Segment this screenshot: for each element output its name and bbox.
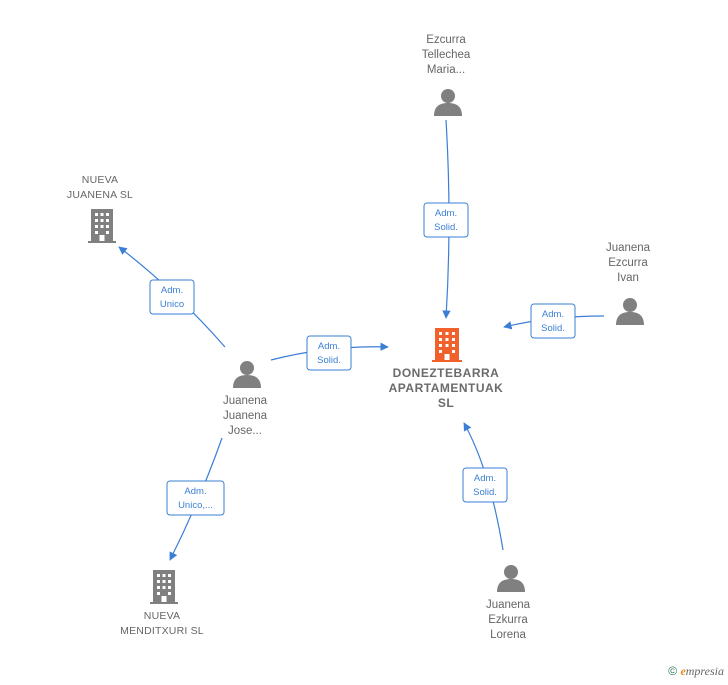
building-icon[interactable]: [150, 570, 178, 604]
copyright-symbol: ©: [668, 664, 678, 678]
label-line: MENDITXURI SL: [120, 625, 204, 637]
label-line: Jose...: [228, 425, 262, 437]
label-line: SL: [437, 396, 455, 410]
brand-rest: mpresia: [685, 664, 724, 678]
label-line: Ezkurra: [488, 614, 528, 626]
label-line: Ezcurra: [426, 34, 466, 46]
node-label-main-company[interactable]: DONEZTEBARRA APARTAMENTUAK SL: [376, 366, 516, 411]
building-icon[interactable]: [88, 209, 116, 243]
relation-line-2: Solid.: [434, 222, 458, 233]
relation-box[interactable]: Adm. Unico: [149, 279, 195, 315]
label-line: DONEZTEBARRA: [392, 366, 500, 380]
brand-initial: e: [680, 664, 686, 678]
copyright-footer: © empresia: [668, 664, 724, 679]
relation-box[interactable]: Adm. Unico,...: [166, 480, 225, 516]
person-icon[interactable]: [434, 89, 462, 116]
relation-line-1: Adm.: [435, 208, 457, 219]
node-label-juanena-ezcurra[interactable]: Juanena Ezcurra Ivan: [578, 241, 678, 286]
relation-line-1: Adm.: [318, 341, 340, 352]
label-line: NUEVA: [143, 610, 181, 622]
label-line: Juanena: [222, 395, 268, 407]
person-icon[interactable]: [616, 298, 644, 325]
label-line: Juanena: [222, 410, 268, 422]
relation-line-1: Adm.: [542, 309, 564, 320]
relation-line-2: Solid.: [473, 487, 497, 498]
label-line: Lorena: [490, 629, 526, 641]
relation-box[interactable]: Adm. Solid.: [423, 202, 469, 238]
label-line: Juanena: [485, 599, 531, 611]
node-label-nueva-menditxuri[interactable]: NUEVA MENDITXURI SL: [97, 609, 227, 639]
label-line: APARTAMENTUAK: [388, 381, 504, 395]
node-label-juanena-lorena[interactable]: Juanena Ezkurra Lorena: [458, 598, 558, 643]
label-line: NUEVA: [81, 174, 119, 186]
person-icon[interactable]: [233, 361, 261, 388]
node-label-ezcurra-tellechea[interactable]: Ezcurra Tellechea Maria...: [396, 33, 496, 78]
label-line: Maria...: [426, 64, 466, 76]
relation-box[interactable]: Adm. Solid.: [306, 335, 352, 371]
label-line: JUANENA SL: [66, 189, 134, 201]
person-icon[interactable]: [497, 565, 525, 592]
relation-line-2: Solid.: [317, 355, 341, 366]
relation-line-1: Adm.: [161, 285, 183, 296]
relation-line-2: Solid.: [541, 323, 565, 334]
label-line: Ivan: [617, 272, 639, 284]
building-icon[interactable]: [432, 328, 462, 362]
label-line: Tellechea: [421, 49, 471, 61]
node-label-juanena-jose[interactable]: Juanena Juanena Jose...: [195, 394, 295, 439]
node-label-nueva-juanena[interactable]: NUEVA JUANENA SL: [40, 173, 160, 203]
label-line: Ezcurra: [608, 257, 648, 269]
relation-box[interactable]: Adm. Solid.: [530, 303, 576, 339]
relation-box[interactable]: Adm. Solid.: [462, 467, 508, 503]
relation-line-2: Unico,...: [178, 500, 213, 511]
label-line: Juanena: [605, 242, 651, 254]
relation-line-1: Adm.: [474, 473, 496, 484]
relation-line-1: Adm.: [184, 486, 206, 497]
relation-line-2: Unico: [160, 299, 184, 310]
brand-logo: empresia: [680, 664, 724, 678]
